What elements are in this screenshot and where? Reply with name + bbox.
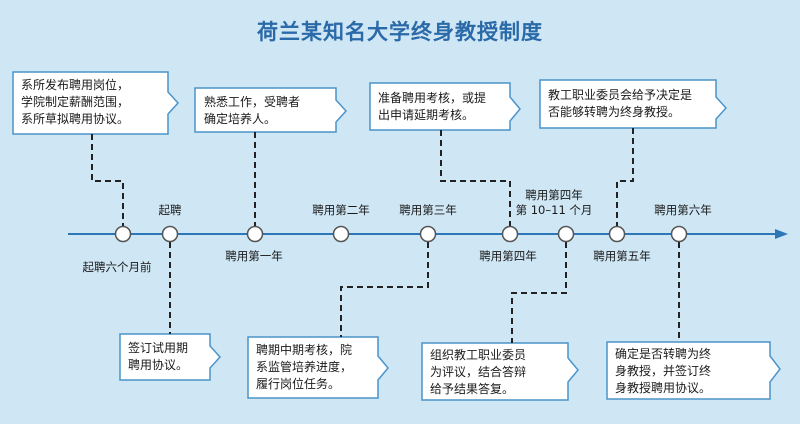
connector-3 — [440, 130, 511, 226]
node-year2 — [332, 225, 350, 243]
box-midterm-review — [247, 336, 389, 399]
label-year6: 聘用第六年 — [654, 203, 712, 217]
label-year5: 聘用第五年 — [593, 249, 651, 263]
box-familiarize-work — [194, 87, 348, 133]
box-text-tenure-decision: 确定是否转聘为终身教授，并签订终身教授聘用协议。 — [615, 347, 712, 395]
label-six-months-before: 起聘六个月前 — [82, 260, 152, 274]
connector-7 — [511, 242, 567, 343]
box-committee-review — [421, 342, 579, 401]
box-text-committee-review: 组织教工职业委员为评议，结合答辩给予结果答复。 — [430, 348, 527, 396]
box-text-probation-agreement: 签订试用期聘用协议。 — [128, 341, 189, 372]
connector-4 — [616, 128, 634, 226]
box-text-midterm-review: 聘期中期考核，院系监管培养进度，履行岗位任务。 — [256, 343, 353, 391]
box-text-recruitment-setup: 系所发布聘用岗位，学院制定薪酬范围，系所草拟聘用协议。 — [21, 78, 130, 126]
label-year4: 聘用第四年 — [479, 249, 537, 263]
label-year2: 聘用第二年 — [312, 203, 370, 217]
label-start: 起聘 — [158, 203, 182, 217]
box-probation-agreement — [119, 333, 222, 381]
connector-1 — [91, 134, 124, 226]
diagram-title: 荷兰某知名大学终身教授制度 — [257, 20, 543, 44]
label-year4-month: 聘用第四年 第 10–11 个月 — [515, 188, 593, 217]
label-year1: 聘用第一年 — [225, 249, 283, 263]
node-year6 — [670, 225, 688, 243]
timeline-arrowhead — [775, 229, 788, 239]
node-year4-month10 — [557, 225, 575, 243]
box-recruitment-setup — [12, 71, 180, 135]
connector-6 — [340, 242, 429, 337]
node-year5 — [608, 225, 626, 243]
box-committee-decision — [539, 79, 728, 129]
node-start — [161, 225, 179, 243]
node-year1 — [246, 225, 264, 243]
box-text-committee-decision: 教工职业委员会给予决定是否能够转聘为终身教授。 — [548, 88, 693, 119]
box-text-prepare-assessment: 准备聘用考核，或提出申请延期考核。 — [378, 91, 487, 122]
node-six-months-before — [114, 225, 132, 243]
node-year4 — [501, 225, 519, 243]
node-year3 — [419, 225, 437, 243]
box-tenure-decision — [606, 341, 781, 400]
box-text-familiarize-work: 熟悉工作，受聘者确定培养人。 — [204, 95, 301, 126]
label-year3: 聘用第三年 — [399, 203, 457, 217]
box-prepare-assessment — [369, 82, 521, 131]
